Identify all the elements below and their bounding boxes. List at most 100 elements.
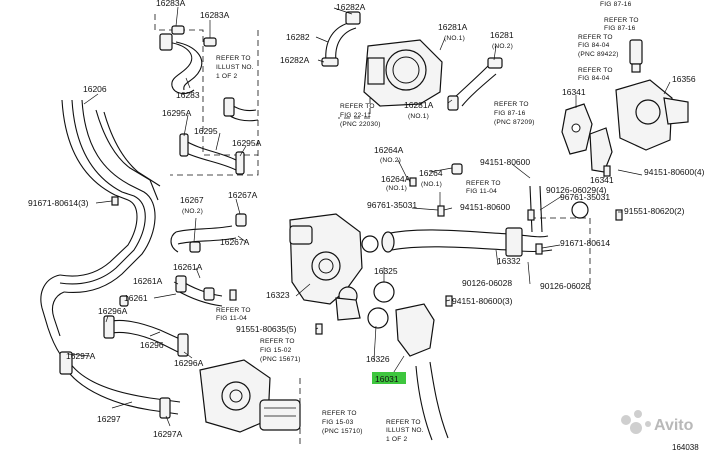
- reference-note: REFER TO: [386, 419, 421, 426]
- part-label: 16267A: [228, 190, 258, 200]
- part-label: 16282A: [336, 2, 366, 12]
- part-label: 16261A: [173, 262, 203, 272]
- reference-note: FIG 87-16: [600, 1, 632, 8]
- part-label: 91671-80614: [560, 238, 610, 248]
- highlight-marker: [372, 372, 406, 384]
- part-label: 96761-35031: [560, 192, 610, 202]
- throttle-body: [363, 39, 443, 107]
- part-label: 16295: [194, 126, 218, 136]
- water-hose-16297: [59, 351, 181, 419]
- dashed-group-line: [170, 30, 259, 176]
- reference-note: ILLUST NO.: [216, 64, 254, 71]
- bracket-16341-a: [561, 103, 593, 155]
- part-label: 16281A: [404, 100, 434, 110]
- part-label: 16283: [176, 90, 200, 100]
- part-label: 16267A: [220, 237, 250, 247]
- reference-note: FIG 11-04: [216, 315, 247, 322]
- leader-lines: [67, 6, 671, 427]
- figure-code: 164038: [672, 443, 699, 452]
- part-label: 16296A: [174, 358, 204, 368]
- part-label: 16297: [97, 414, 121, 424]
- reference-note: REFER TO: [466, 180, 501, 187]
- reference-note: FIG 11-04: [466, 188, 497, 195]
- part-label: (NO.2): [492, 43, 513, 50]
- part-label: 94151-80600(4): [644, 167, 705, 177]
- part-label: 94151-80600: [480, 157, 530, 167]
- part-label: 16281: [490, 30, 514, 40]
- part-label: 16356: [672, 74, 696, 84]
- hose-16267: [170, 213, 247, 253]
- part-label: (NO.1): [444, 35, 465, 42]
- hose-16295: [179, 133, 245, 175]
- reference-note: REFER TO: [578, 67, 613, 74]
- reference-note: (PNC 15710): [322, 428, 363, 435]
- reference-note: FIG 15-02: [260, 347, 292, 354]
- part-label: 16282A: [280, 55, 310, 65]
- part-label: 16297A: [66, 351, 96, 361]
- part-label: 16283A: [200, 10, 230, 20]
- bracket-16341-b: [589, 127, 613, 173]
- reference-note: FIG 84-04: [578, 42, 610, 49]
- part-label: 16206: [83, 84, 107, 94]
- hose-clamp-16283A: [171, 25, 185, 35]
- water-bypass-pipe-16206: [40, 99, 161, 355]
- watermark-text: Avito: [654, 417, 694, 434]
- part-label: 90126-06028: [462, 278, 512, 288]
- part-label: 16264: [419, 168, 443, 178]
- hose-16282: [321, 11, 361, 67]
- gasket-right: [571, 201, 589, 219]
- hose-16261: [175, 275, 223, 307]
- hose-16281: [223, 97, 259, 122]
- part-label: 16281A: [438, 22, 468, 32]
- part-label: 16325: [374, 266, 398, 276]
- part-label: 16326: [366, 354, 390, 364]
- reference-note: REFER TO: [216, 55, 251, 62]
- reference-note: FIG 87-16: [494, 110, 526, 117]
- reference-note: REFER TO: [578, 34, 613, 41]
- dashed-group-line: [154, 14, 258, 156]
- reference-note: REFER TO: [216, 307, 251, 314]
- part-label: 16295A: [232, 138, 262, 148]
- reference-note: (PNC 87209): [494, 119, 535, 126]
- avito-logo-icon: [621, 415, 631, 425]
- part-label: 16283A: [156, 0, 186, 8]
- reference-note: REFER TO: [260, 338, 295, 345]
- part-label-highlighted: 16031: [375, 374, 399, 384]
- part-label: 90126-06028: [540, 281, 590, 291]
- reference-note: (PNC 22030): [340, 121, 381, 128]
- reference-note: REFER TO: [322, 410, 357, 417]
- reference-note: (PNC 15671): [260, 356, 301, 363]
- part-label: (NO.1): [386, 185, 407, 192]
- reference-note: FIG 22-11: [340, 112, 371, 119]
- part-label: 16261A: [133, 276, 163, 286]
- small-fasteners: [111, 163, 623, 335]
- avito-watermark: Avito: [621, 410, 694, 434]
- water-outlet-16356: [615, 79, 689, 151]
- part-label: 94151-80600: [460, 202, 510, 212]
- water-hose-16283: [159, 33, 217, 95]
- reference-note: REFER TO: [340, 103, 375, 110]
- reference-note: REFER TO: [604, 17, 639, 24]
- reference-note: REFER TO: [494, 101, 529, 108]
- part-label: 16341: [562, 87, 586, 97]
- part-label: 16261: [124, 293, 148, 303]
- part-label: 16264A: [381, 174, 411, 184]
- part-label: 96761-35031: [367, 200, 417, 210]
- part-label: 91671-80614(3): [28, 198, 89, 208]
- part-label: 16282: [286, 32, 310, 42]
- part-label: (NO.1): [408, 113, 429, 120]
- reference-note: FIG 15-03: [322, 419, 354, 426]
- part-label: 16296: [140, 340, 164, 350]
- reference-note: 1 OF 2: [216, 73, 237, 80]
- sensor-top-right: [629, 39, 643, 73]
- part-label: 94151-80600(3): [452, 296, 513, 306]
- part-label: 16323: [266, 290, 290, 300]
- part-label: 91551-80635(5): [236, 324, 297, 334]
- part-label: (NO.2): [182, 208, 203, 215]
- reference-note: FIG 87-16: [604, 25, 636, 32]
- part-label: (NO.2): [380, 157, 401, 164]
- part-label: 16296A: [98, 306, 128, 316]
- dashed-group-line: [530, 217, 591, 290]
- water-hose-16296: [103, 315, 189, 357]
- reference-note: 1 OF 2: [386, 436, 407, 443]
